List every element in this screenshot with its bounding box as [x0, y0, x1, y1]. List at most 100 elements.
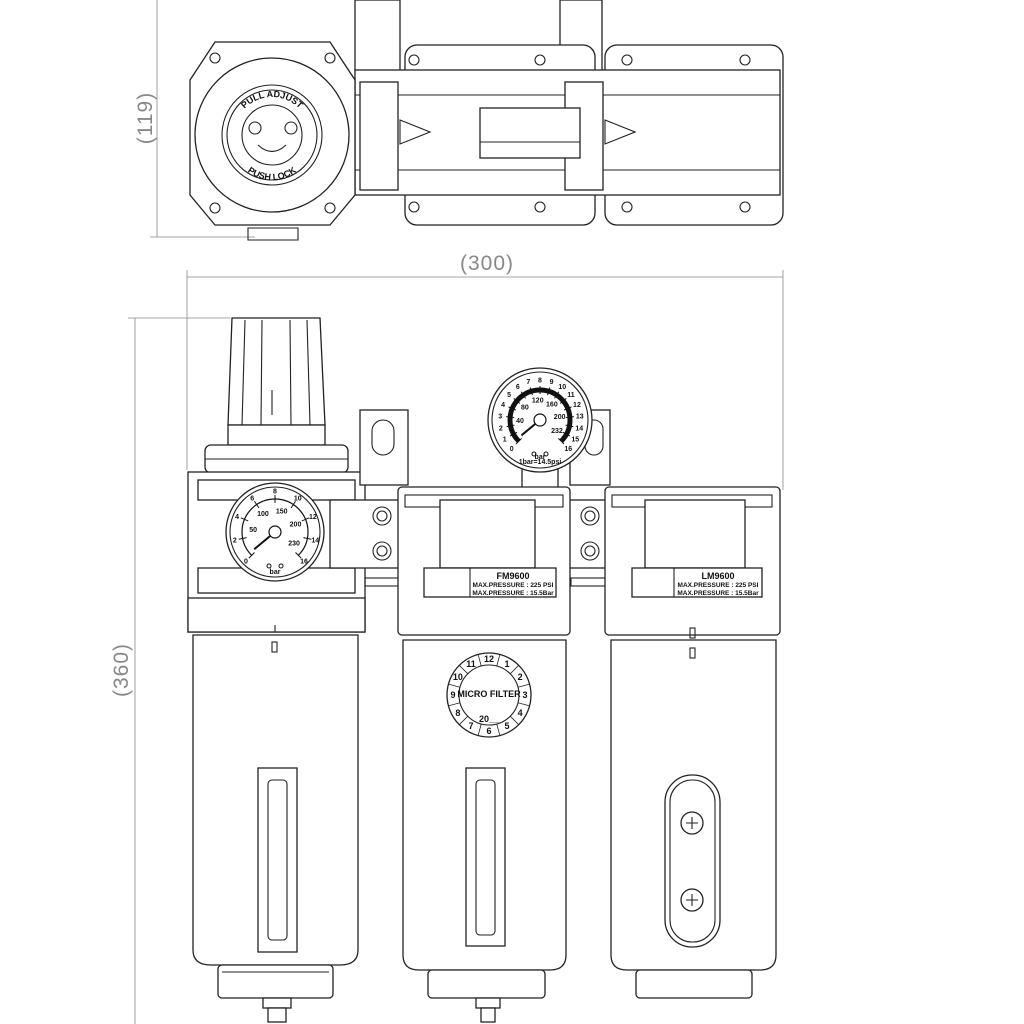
filter-label-plate [423, 567, 557, 598]
dial-number: 3 [522, 690, 527, 700]
gauge-inner-label: 200 [290, 522, 302, 529]
gauge-outer-label: 3 [498, 414, 502, 421]
dial-number: 9 [450, 690, 455, 700]
gauge-outer-label: 15 [571, 436, 579, 443]
gauge-tick [529, 387, 533, 396]
sight-glass [257, 767, 298, 953]
gauge-inner-label: 120 [532, 398, 544, 405]
top-view: PULL ADJUST PUSH LOCK [189, 0, 784, 241]
gauge-inner-label: 232 [551, 428, 563, 435]
lubricator-model: LM9600 [701, 571, 734, 581]
gauge-inner-label: 230 [288, 540, 300, 547]
flow-arrow-icon [399, 119, 432, 145]
gauge-tick [520, 391, 526, 399]
gauge-inner-label: 100 [257, 511, 269, 518]
dial-divider [448, 702, 461, 707]
dial-number: 5 [504, 721, 509, 731]
gauge-outer-label: 2 [499, 425, 503, 432]
gauge-tick [565, 416, 574, 418]
dial-number: 6 [486, 726, 491, 736]
gauge-inner-label: 40 [516, 418, 524, 425]
gauge-pin [543, 451, 549, 457]
dial-divider [477, 654, 482, 667]
gauge-outer-label: 9 [550, 379, 554, 386]
filter-module: FM9600 MAX.PRESSURE : 225 PSI MAX.PRESSU… [397, 486, 571, 1023]
gauge-outer-label: 0 [244, 558, 248, 565]
gauge-tick [290, 500, 296, 509]
gauge-outer-label: 6 [250, 495, 254, 502]
dial-divider [459, 715, 469, 725]
dimension-depth-label: (119) [134, 92, 157, 144]
lubricator-max-pressure-psi: MAX.PRESSURE : 225 PSI [678, 582, 759, 589]
gauge-unit: bar [270, 569, 281, 576]
gauge-tick [563, 406, 572, 411]
oil-window [664, 774, 721, 948]
dial-number: 10 [453, 672, 463, 682]
gauge-tick [515, 438, 522, 445]
gauge-outer-label: 13 [576, 414, 584, 421]
gauge-outer-label: 4 [501, 402, 505, 409]
gauge-inner-label: 50 [249, 527, 257, 534]
gauge-tick [565, 424, 574, 428]
dial-number: 7 [468, 721, 473, 731]
gauge-outer-label: 12 [309, 514, 317, 521]
dial-divider [496, 654, 501, 667]
gauge-inner-label: 160 [546, 401, 558, 408]
gauge-outer-label: 10 [558, 384, 566, 391]
timer-dial-label: MICRO FILTER [457, 689, 521, 699]
flow-arrow-icon [604, 119, 637, 145]
lubricator-module: LM9600 MAX.PRESSURE : 225 PSI MAX.PRESSU… [604, 486, 781, 999]
sight-glass [465, 767, 506, 947]
gauge-pin [278, 563, 284, 569]
gauge-outer-label: 10 [294, 495, 302, 502]
gauge-inner-label: 80 [521, 404, 529, 411]
lubricator-label-plate [631, 567, 763, 598]
gauge-outer-label: 8 [273, 489, 277, 496]
gauge-outer-label: 16 [300, 558, 308, 565]
dial-divider [496, 723, 501, 736]
gauge-tick [301, 517, 310, 522]
lock-screw-icon [248, 121, 262, 135]
gauge-hub [533, 413, 547, 427]
dimension-height: (360) [110, 317, 230, 1024]
gauge-outer-label: 4 [235, 514, 239, 521]
gauge-outer-label: 6 [516, 384, 520, 391]
dial-number: 2 [518, 672, 523, 682]
gauge-tick [547, 387, 551, 396]
gauge-tick [248, 552, 255, 559]
dial-divider [517, 683, 530, 688]
dial-number: 1 [504, 659, 509, 669]
gauge-outer-label: 11 [567, 392, 575, 399]
dial-number: 12 [484, 654, 494, 664]
timer-dial-year: 20__ [479, 714, 500, 724]
dial-divider [477, 723, 482, 736]
gauge-tick [554, 391, 560, 399]
dimension-width-label: (300) [460, 252, 514, 275]
gauge-outer-label: 14 [575, 425, 583, 432]
gauge-tick [506, 424, 515, 428]
gauge-tick [509, 431, 518, 437]
dimension-depth: (119) [134, 0, 255, 238]
gauge-tick [506, 416, 515, 418]
dial-number: 8 [455, 708, 460, 718]
dial-divider [509, 665, 519, 675]
gauge-tick [295, 552, 302, 559]
filter-model: FM9600 [496, 571, 529, 581]
gauge-outer-label: 14 [311, 537, 319, 544]
gauge-tick [240, 517, 249, 522]
gauge-outer-label: 7 [526, 379, 530, 386]
dimension-height-label: (360) [110, 643, 133, 697]
filter-max-pressure-bar: MAX.PRESSURE : 15.5Bar [472, 590, 554, 597]
gauge-tick [303, 537, 312, 540]
gauge-outer-label: 8 [538, 378, 542, 385]
gauge-tick [558, 438, 565, 445]
dial-number: 4 [518, 708, 523, 718]
gauge-hub [268, 525, 282, 539]
dial-divider [459, 665, 469, 675]
gauge-pin [266, 563, 272, 569]
lock-screw-icon [284, 121, 298, 135]
